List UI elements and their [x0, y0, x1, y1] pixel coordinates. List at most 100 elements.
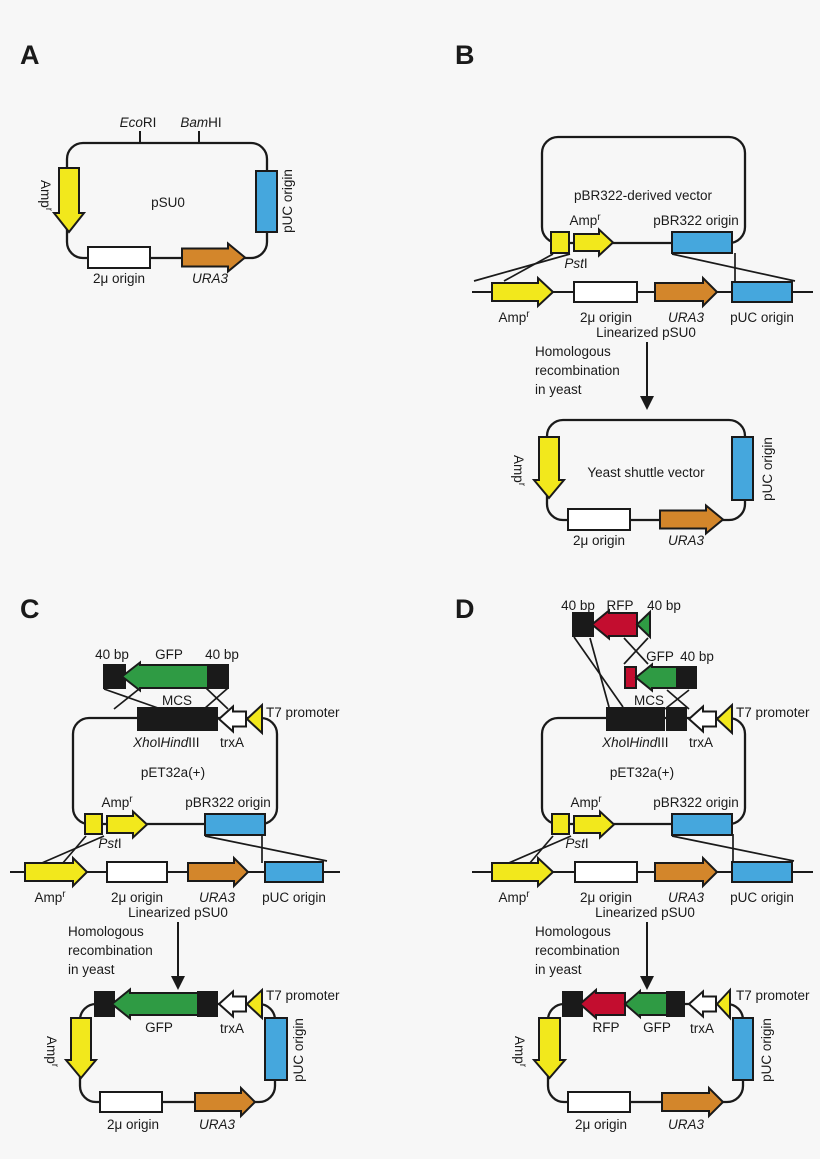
- puc-origin-box: [731, 861, 793, 883]
- mcs-box: [628, 707, 665, 731]
- recombination-step: Homologous recombination in yeast: [535, 342, 654, 410]
- homologous-line2: recombination: [535, 943, 620, 958]
- result-vector: T7 promoter GFP trxA Ampr pUC origin 2μ …: [44, 987, 340, 1132]
- puc-origin-label: pUC origin: [759, 1018, 774, 1082]
- pbr322-origin-box: [204, 813, 266, 836]
- puc-origin-box: [264, 1017, 288, 1081]
- amp-label: Ampr: [511, 455, 527, 487]
- ura3-arrow: [187, 855, 250, 889]
- crossover-lines: [473, 253, 796, 284]
- gfp-homology-triangle: [635, 609, 651, 640]
- psti-site-label: PstI: [98, 836, 121, 851]
- rfp-label: RFP: [593, 1020, 620, 1035]
- panel-c: C 40 bp GFP 40 bp MCS T7 promoter XhoI H…: [10, 594, 340, 1132]
- trxa-label: trxA: [689, 735, 713, 750]
- puc-origin-label: pUC origin: [760, 437, 775, 501]
- t7-promoter-label: T7 promoter: [266, 705, 340, 720]
- amp-fragment-box: [550, 231, 570, 254]
- two-mu-origin-label: 2μ origin: [575, 1117, 627, 1132]
- yeast-shuttle-vector: Yeast shuttle vector Ampr pUC origin 2μ …: [511, 418, 775, 548]
- amp-arrow: [531, 436, 567, 500]
- pbr322-origin-label: pBR322 origin: [185, 795, 271, 810]
- amp-arrow: [106, 809, 149, 840]
- homologous-line3: in yeast: [535, 962, 582, 977]
- rfp-arrow: [590, 608, 638, 641]
- linearized-psu0-map: Ampr 2μ origin URA3 pUC origin Linearize…: [472, 855, 813, 920]
- pbr322-derived-vector: pBR322-derived vector Ampr PstI pBR322 o…: [540, 135, 747, 271]
- amp-arrow: [63, 1017, 99, 1080]
- ura3-arrow: [194, 1085, 257, 1119]
- t7-promoter-label: T7 promoter: [736, 988, 810, 1003]
- puc-origin-box: [255, 170, 278, 233]
- ura3-label: URA3: [192, 271, 229, 286]
- panel-c-label: C: [20, 594, 40, 624]
- homologous-line1: Homologous: [535, 344, 611, 359]
- gfp-arrow: [634, 662, 678, 693]
- two-mu-origin-label: 2μ origin: [93, 271, 145, 286]
- pet32a-vector: MCS T7 promoter XhoI HindIII trxA pET32a…: [540, 693, 810, 851]
- amp-label: Ampr: [569, 212, 601, 228]
- homologous-line2: recombination: [535, 363, 620, 378]
- panel-a: A EcoRI BamHI Ampr pSU0 pUC origin 2μ or…: [20, 40, 295, 286]
- psu0-name: pSU0: [151, 195, 185, 210]
- rfp-cassette: 40 bp RFP 40 bp: [561, 598, 681, 641]
- gfp-label: GFP: [155, 647, 183, 662]
- two-mu-origin-box: [567, 1091, 631, 1113]
- crossover-lines-rfp-gfp: [573, 636, 649, 708]
- psu0-plasmid: EcoRI BamHI Ampr pSU0 pUC origin 2μ orig…: [38, 115, 295, 286]
- pet32a-name: pET32a(+): [610, 765, 674, 780]
- homologous-line1: Homologous: [535, 924, 611, 939]
- amp-arrow: [573, 809, 616, 840]
- gfp-arrow: [110, 987, 199, 1021]
- ura3-arrow: [654, 855, 719, 889]
- gfp-label: GFP: [145, 1020, 173, 1035]
- homology-arm-box: [207, 664, 229, 689]
- ura3-arrow: [659, 503, 725, 536]
- hindiii-box: [197, 707, 218, 731]
- trxa-arrow: [217, 704, 247, 734]
- pbr322-origin-label: pBR322 origin: [653, 213, 739, 228]
- homologous-line3: in yeast: [535, 382, 582, 397]
- panel-b: B pBR322-derived vector Ampr PstI pBR322…: [455, 40, 813, 548]
- pet32a-vector: MCS T7 promoter XhoI HindIII trxA pET32a…: [71, 693, 340, 851]
- homologous-line1: Homologous: [68, 924, 144, 939]
- panel-d-label: D: [455, 594, 475, 624]
- rfp-arrow: [578, 987, 626, 1021]
- trxa-arrow: [217, 989, 247, 1019]
- homology-arm-box: [676, 666, 697, 689]
- pbr322-origin-label: pBR322 origin: [653, 795, 739, 810]
- t7-promoter-triangle: [715, 702, 733, 736]
- 40bp-label-right: 40 bp: [647, 598, 681, 613]
- ura3-label: URA3: [668, 890, 705, 905]
- pbr322-vector-name: pBR322-derived vector: [574, 188, 713, 203]
- t7-promoter-label: T7 promoter: [736, 705, 810, 720]
- result-vector: T7 promoter RFP GFP trxA Ampr pUC origin…: [512, 987, 810, 1132]
- linearized-psu0-label: Linearized pSU0: [128, 905, 228, 920]
- psti-site-label: PstI: [564, 256, 587, 271]
- 40bp-label: 40 bp: [680, 649, 714, 664]
- two-mu-origin-label: 2μ origin: [573, 533, 625, 548]
- amp-arrow: [491, 855, 555, 889]
- gfp-cassette: GFP 40 bp: [624, 649, 714, 693]
- gfp-label: GFP: [643, 1020, 671, 1035]
- trxa-label: trxA: [220, 735, 244, 750]
- amp-arrow: [531, 1017, 568, 1080]
- puc-origin-box: [732, 1017, 754, 1081]
- result-vector-circle: [546, 1002, 745, 1104]
- result-vector-circle: [78, 1002, 277, 1104]
- recombination-arrowhead: [640, 976, 654, 990]
- linearized-psu0-label: Linearized pSU0: [595, 905, 695, 920]
- puc-origin-box: [264, 861, 324, 883]
- amp-label: Ampr: [34, 889, 66, 905]
- recombination-arrowhead: [640, 396, 654, 410]
- t7-promoter-triangle: [245, 702, 263, 736]
- crossover-lines-top: [664, 689, 690, 710]
- t7-promoter-triangle: [715, 987, 731, 1021]
- linearized-psu0-label: Linearized pSU0: [596, 325, 696, 340]
- recombination-step: Homologous recombination in yeast: [68, 922, 185, 990]
- hindiii-label: HindIII: [629, 735, 668, 750]
- puc-origin-label: pUC origin: [280, 169, 295, 233]
- amp-arrow: [573, 227, 615, 258]
- gfp-label: GFP: [646, 649, 674, 664]
- amp-label: Ampr: [38, 180, 54, 212]
